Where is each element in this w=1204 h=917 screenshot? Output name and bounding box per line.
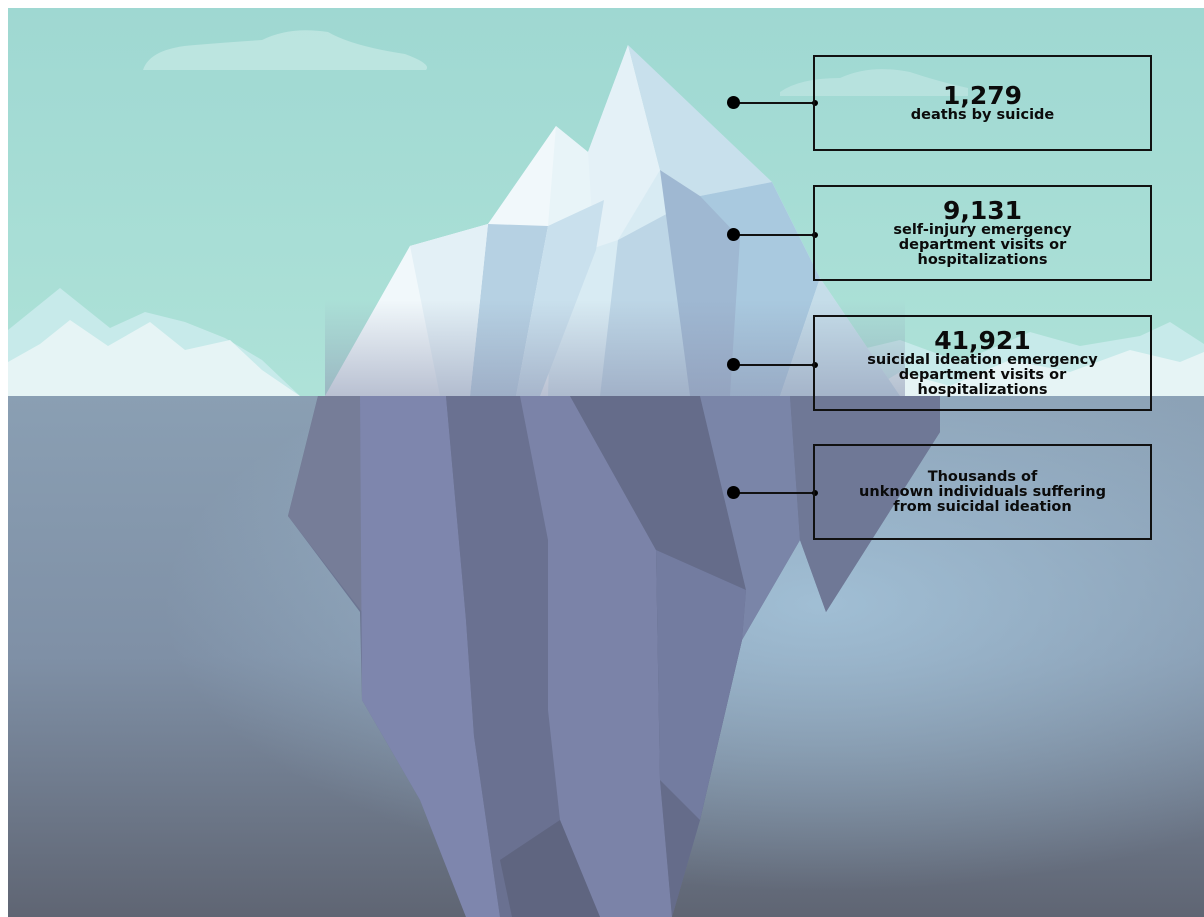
callout-label: deaths by suicide [910,106,1055,123]
callout-unknown-individuals: Thousands of unknown individuals sufferi… [813,444,1152,540]
callout-label-line-1: self-injury emergency [893,221,1072,238]
callout-value: 9,131 [942,195,1023,225]
iceberg-underwater [288,396,940,917]
callout-suicidal-ideation: 41,921 suicidal ideation emergency depar… [813,315,1152,411]
callout-label-line-1: Thousands of [927,468,1038,485]
connector-line-4 [735,491,815,494]
connector-dot-4 [727,486,740,499]
mountains-right-front [860,350,1204,396]
connector-dot-3 [727,358,740,371]
callout-label-line-2: unknown individuals suffering [859,483,1106,500]
connector-line-1 [735,101,815,104]
callout-label-line-2: department visits or [898,366,1067,383]
connector-knot-4 [812,489,818,496]
callout-value: 41,921 [934,325,1031,355]
cloud-left [143,30,428,70]
connector-knot-1 [812,99,818,106]
callout-deaths: 1,279 deaths by suicide [813,55,1152,151]
iceberg-tip [325,45,905,396]
callout-self-injury: 9,131 self-injury emergency department v… [813,185,1152,281]
connector-knot-2 [812,231,818,238]
callout-label-line-3: hospitalizations [917,251,1048,268]
mountains-left-front [8,320,300,396]
callout-label-line-1: suicidal ideation emergency [867,351,1098,368]
callout-label-line-2: department visits or [898,236,1067,253]
callout-label-line-3: hospitalizations [917,381,1048,398]
connector-line-2 [735,233,815,236]
connector-dot-2 [727,228,740,241]
cloud-right [780,69,968,96]
connector-knot-3 [812,361,818,368]
callout-value: 1,279 [942,80,1023,110]
callout-label-line-3: from suicidal ideation [893,498,1072,515]
connector-dot-1 [727,96,740,109]
connector-line-3 [735,363,815,366]
